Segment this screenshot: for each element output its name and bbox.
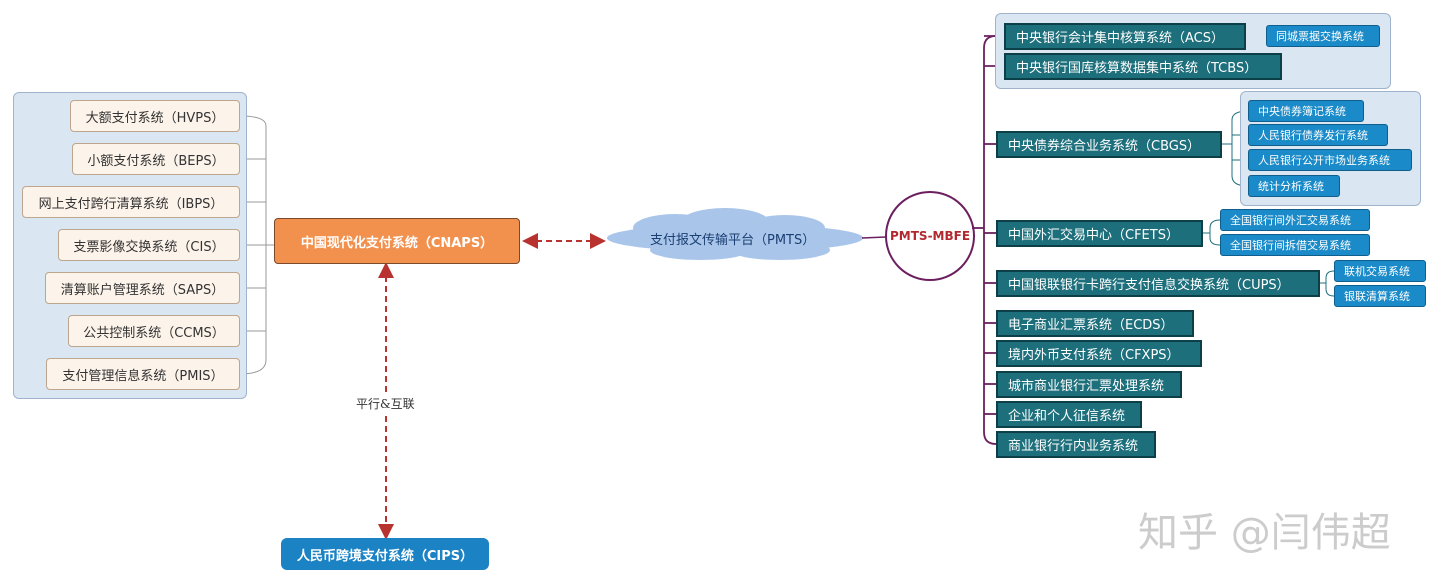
sub-node-cfets-0[interactable]: 全国银行间外汇交易系统 (1220, 209, 1370, 231)
left-node-saps[interactable]: 清算账户管理系统（SAPS） (45, 272, 240, 304)
right-node-cfets[interactable]: 中国外汇交易中心（CFETS） (996, 220, 1203, 247)
watermark: 知乎 @闫伟超 (1138, 510, 1391, 556)
right-node-city-bank[interactable]: 城市商业银行汇票处理系统 (996, 371, 1182, 398)
right-node-internal[interactable]: 商业银行行内业务系统 (996, 431, 1156, 458)
pmts-cloud (607, 208, 863, 260)
right-node-cups[interactable]: 中国银联银行卡跨行支付信息交换系统（CUPS） (996, 270, 1320, 297)
left-node-ibps[interactable]: 网上支付跨行清算系统（IBPS） (22, 186, 240, 218)
hub-label[interactable]: PMTS-MBFE (890, 229, 971, 243)
hub-circle (885, 191, 975, 281)
pmts-label[interactable]: 支付报文传输平台（PMTS） (650, 233, 816, 248)
sub-node-cbgs-2[interactable]: 人民银行公开市场业务系统 (1248, 149, 1412, 171)
sub-node-cups-0[interactable]: 联机交易系统 (1334, 260, 1426, 282)
sub-node-cbgs-3[interactable]: 统计分析系统 (1248, 175, 1340, 197)
relation-label: 平行&互联 (354, 393, 417, 414)
right-node-credit[interactable]: 企业和个人征信系统 (996, 401, 1142, 428)
left-node-beps[interactable]: 小额支付系统（BEPS） (72, 143, 240, 175)
sub-node-cfets-1[interactable]: 全国银行间拆借交易系统 (1220, 234, 1370, 256)
right-node-cfxps[interactable]: 境内外币支付系统（CFXPS） (996, 340, 1202, 367)
left-node-ccms[interactable]: 公共控制系统（CCMS） (68, 315, 240, 347)
left-node-pmis[interactable]: 支付管理信息系统（PMIS） (46, 358, 240, 390)
cips-node[interactable]: 人民币跨境支付系统（CIPS） (281, 538, 489, 570)
right-node-cbgs[interactable]: 中央债券综合业务系统（CBGS） (996, 131, 1222, 158)
right-node-acs[interactable]: 中央银行会计集中核算系统（ACS） (1004, 23, 1246, 50)
sub-node-cbgs-1[interactable]: 人民银行债券发行系统 (1248, 124, 1388, 146)
right-node-ecds[interactable]: 电子商业汇票系统（ECDS） (996, 310, 1194, 337)
left-node-hvps[interactable]: 大额支付系统（HVPS） (70, 100, 240, 132)
right-node-tcbs[interactable]: 中央银行国库核算数据集中系统（TCBS） (1004, 53, 1282, 80)
sub-node-cups-1[interactable]: 银联清算系统 (1334, 285, 1426, 307)
left-node-cis[interactable]: 支票影像交换系统（CIS） (58, 229, 240, 261)
cnaps-node[interactable]: 中国现代化支付系统（CNAPS） (274, 218, 520, 264)
sub-node-cbgs-0[interactable]: 中央债券簿记系统 (1248, 100, 1364, 122)
sub-node-acs-0[interactable]: 同城票据交换系统 (1266, 25, 1380, 47)
